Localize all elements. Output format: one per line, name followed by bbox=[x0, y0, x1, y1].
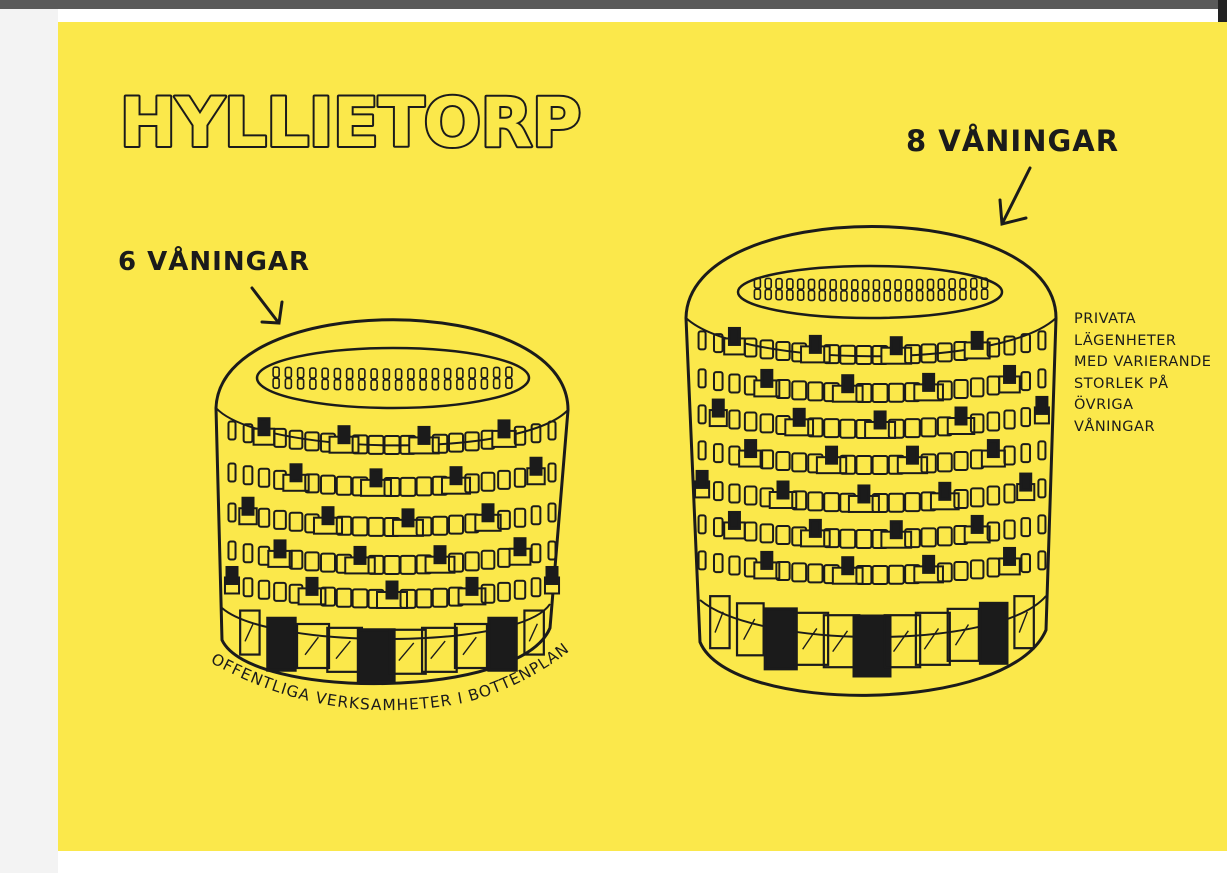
balcony-door-icon bbox=[891, 522, 901, 538]
balcony-door-icon bbox=[387, 582, 397, 598]
balcony-door-icon bbox=[419, 427, 429, 443]
note-line: STORLEK PÅ bbox=[1074, 374, 1226, 396]
note-line: LÄGENHETER bbox=[1074, 331, 1226, 353]
balcony-door-icon bbox=[972, 332, 982, 348]
balcony-door-icon bbox=[924, 374, 934, 390]
balcony-door-icon bbox=[859, 486, 869, 502]
balcony-door-icon bbox=[956, 408, 966, 424]
balcony-door-icon bbox=[729, 512, 739, 528]
balcony-door-icon bbox=[339, 427, 349, 443]
balcony-door-icon bbox=[875, 412, 885, 428]
balcony-door-icon bbox=[275, 541, 285, 557]
balcony-door-icon bbox=[746, 441, 756, 457]
balcony-door-icon bbox=[1037, 397, 1047, 413]
balcony-door-icon bbox=[827, 447, 837, 463]
balcony-door-icon bbox=[729, 328, 739, 344]
balcony-door-icon bbox=[762, 552, 772, 568]
balcony-door-icon bbox=[531, 458, 541, 474]
balcony-door-icon bbox=[1021, 474, 1031, 490]
balcony-door-icon bbox=[483, 505, 493, 521]
balcony-door-icon bbox=[323, 508, 333, 524]
balcony-door-icon bbox=[259, 419, 269, 435]
title-hylletorp: HYLLIETORP bbox=[120, 84, 581, 163]
entrance-door-icon bbox=[980, 603, 1007, 663]
building-eight-floors bbox=[686, 227, 1056, 696]
balcony-door-icon bbox=[515, 539, 525, 555]
entrance-door-icon bbox=[268, 618, 295, 670]
balcony-door-icon bbox=[924, 556, 934, 572]
balcony-door-icon bbox=[1005, 548, 1015, 564]
balcony-door-icon bbox=[972, 516, 982, 532]
six-floors-label: 6 VÅNINGAR bbox=[118, 247, 310, 277]
balcony-door-icon bbox=[467, 578, 477, 594]
note-line: ÖVRIGA bbox=[1074, 395, 1226, 417]
balcony-door-icon bbox=[810, 336, 820, 352]
balcony-door-icon bbox=[697, 471, 707, 487]
private-apartments-note: PRIVATA LÄGENHETER MED VARIERANDE STORLE… bbox=[1074, 309, 1226, 438]
balcony-door-icon bbox=[547, 567, 557, 583]
balcony-door-icon bbox=[891, 338, 901, 354]
entrance-door-icon bbox=[489, 618, 516, 670]
balcony-door-icon bbox=[499, 421, 509, 437]
balcony-door-icon bbox=[988, 441, 998, 457]
balcony-door-icon bbox=[843, 558, 853, 574]
balcony-door-icon bbox=[307, 578, 317, 594]
balcony-door-icon bbox=[291, 465, 301, 481]
balcony-door-icon bbox=[227, 567, 237, 583]
balcony-door-icon bbox=[451, 468, 461, 484]
balcony-door-icon bbox=[907, 447, 917, 463]
building-six-floors bbox=[216, 320, 568, 684]
balcony-door-icon bbox=[371, 470, 381, 486]
note-line: VÅNINGAR bbox=[1074, 417, 1226, 439]
balcony-door-icon bbox=[778, 482, 788, 498]
balcony-door-icon bbox=[243, 498, 253, 514]
balcony-door-icon bbox=[435, 547, 445, 563]
entrance-door-icon bbox=[358, 630, 394, 682]
balcony-door-icon bbox=[1005, 366, 1015, 382]
balcony-door-icon bbox=[810, 520, 820, 536]
arrow-icon-6 bbox=[252, 288, 282, 323]
balcony-door-icon bbox=[940, 483, 950, 499]
balcony-door-icon bbox=[403, 510, 413, 526]
arrow-icon-8 bbox=[1000, 168, 1030, 224]
entrance-door-icon bbox=[765, 609, 796, 669]
balcony-door-icon bbox=[355, 547, 365, 563]
note-line: MED VARIERANDE bbox=[1074, 352, 1226, 374]
balcony-door-icon bbox=[713, 400, 723, 416]
balcony-door-icon bbox=[762, 370, 772, 386]
balcony-door-icon bbox=[794, 409, 804, 425]
eight-floors-label: 8 VÅNINGAR bbox=[906, 124, 1119, 158]
note-line: PRIVATA bbox=[1074, 309, 1226, 331]
balcony-door-icon bbox=[843, 376, 853, 392]
